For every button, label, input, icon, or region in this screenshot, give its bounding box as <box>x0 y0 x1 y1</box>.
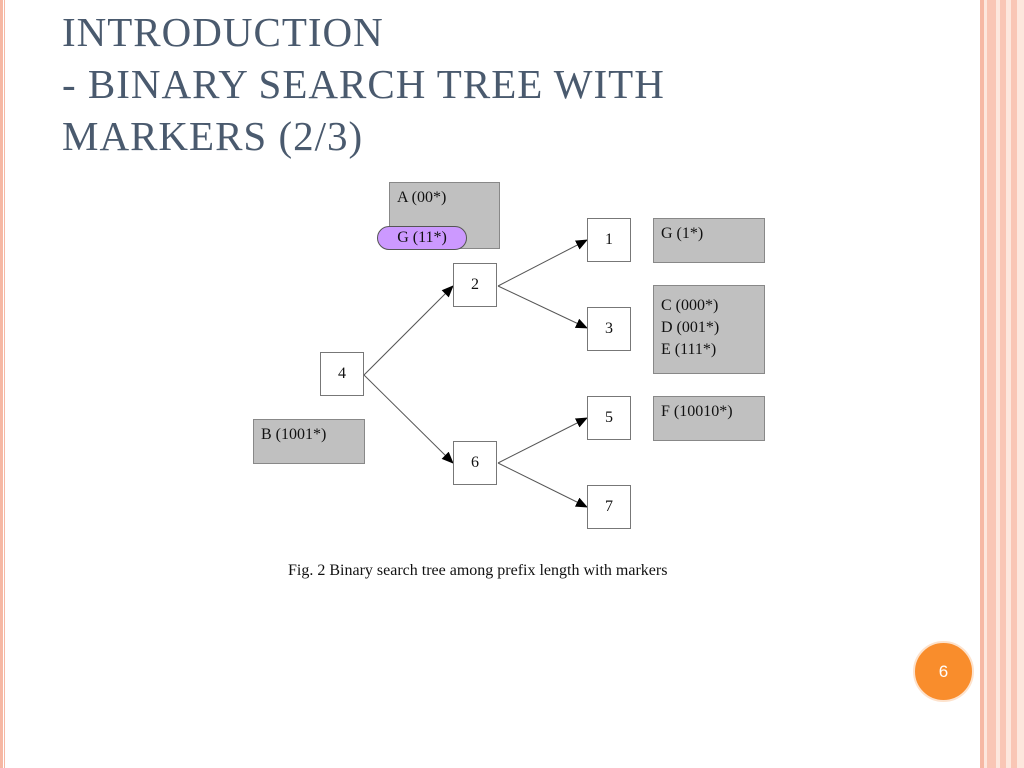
left-stripe <box>0 0 3 768</box>
marker-pill: G (11*) <box>377 226 467 250</box>
prefix-box-b: B (1001*) <box>253 419 365 464</box>
edge-4-6 <box>363 374 454 464</box>
right-stripe <box>987 0 996 768</box>
title-line: MARKERS (2/3) <box>62 113 364 159</box>
tree-node-6: 6 <box>453 441 497 485</box>
title-line: - BINARY SEARCH TREE WITH <box>62 61 665 107</box>
edge-4-2 <box>363 285 454 376</box>
prefix-entry: B (1001*) <box>261 426 327 443</box>
slide-title: INTRODUCTION - BINARY SEARCH TREE WITH M… <box>62 6 962 162</box>
prefix-entry: E (111*) <box>661 341 717 358</box>
tree-node-4: 4 <box>320 352 364 396</box>
tree-node-1: 1 <box>587 218 631 262</box>
left-stripe-thin <box>4 0 5 768</box>
prefix-box-g: G (1*) <box>653 218 765 263</box>
page-number-badge: 6 <box>913 641 974 702</box>
prefix-entry: F (10010*) <box>661 403 733 420</box>
tree-node-3: 3 <box>587 307 631 351</box>
figure-caption: Fig. 2 Binary search tree among prefix l… <box>288 562 668 579</box>
title-line: INTRODUCTION <box>62 9 384 55</box>
tree-node-5: 5 <box>587 396 631 440</box>
prefix-entry: A (00*) <box>397 189 447 206</box>
edge-6-5 <box>497 417 588 464</box>
right-stripe <box>1011 0 1017 768</box>
tree-node-2: 2 <box>453 263 497 307</box>
prefix-entry: C (000*) <box>661 297 719 314</box>
tree-node-7: 7 <box>587 485 631 529</box>
edge-6-7 <box>497 462 588 508</box>
right-stripe <box>1000 0 1006 768</box>
right-stripe <box>980 0 984 768</box>
prefix-box-f: F (10010*) <box>653 396 765 441</box>
prefix-box-cde: C (000*) D (001*) E (111*) <box>653 285 765 374</box>
prefix-entry: D (001*) <box>661 319 720 336</box>
edge-2-3 <box>497 285 588 329</box>
prefix-entry: G (1*) <box>661 225 704 242</box>
edge-2-1 <box>497 239 588 287</box>
